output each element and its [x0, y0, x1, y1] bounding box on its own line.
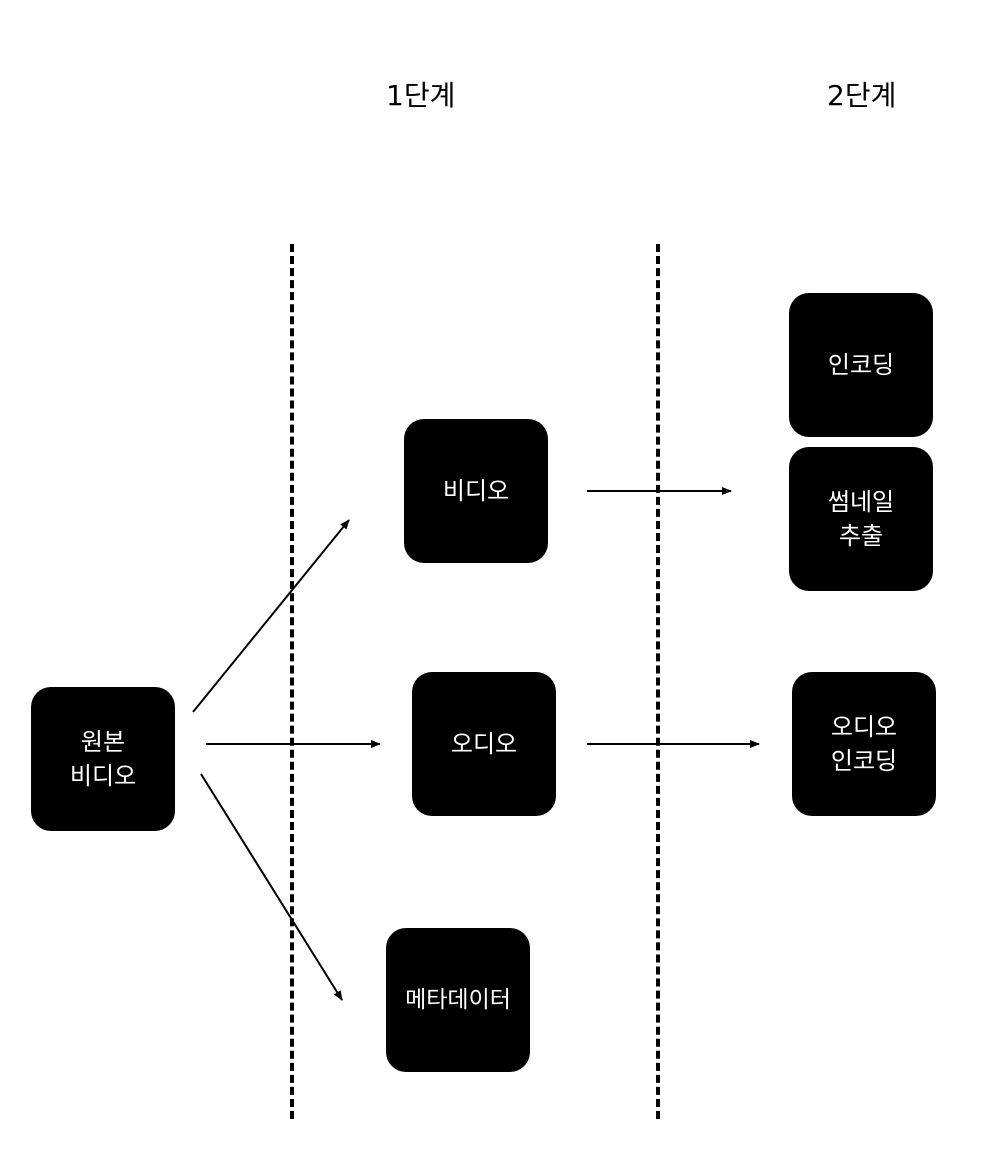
thumbnail-extraction-node: 썸네일 추출 — [789, 447, 933, 591]
stage-2-label: 2단계 — [827, 79, 897, 112]
stage-2-divider — [656, 244, 660, 1119]
audio-encoding-node: 오디오 인코딩 — [792, 672, 936, 816]
stage-1-label: 1단계 — [386, 79, 456, 112]
arrow-source-to-video — [192, 519, 350, 713]
metadata-node: 메타데이터 — [386, 928, 530, 1072]
arrow-source-to-metadata — [200, 773, 343, 1001]
audio-node: 오디오 — [412, 672, 556, 816]
stage-1-divider — [290, 244, 294, 1119]
source-video-node: 원본 비디오 — [31, 687, 175, 831]
encoding-node: 인코딩 — [789, 293, 933, 437]
video-node: 비디오 — [404, 419, 548, 563]
